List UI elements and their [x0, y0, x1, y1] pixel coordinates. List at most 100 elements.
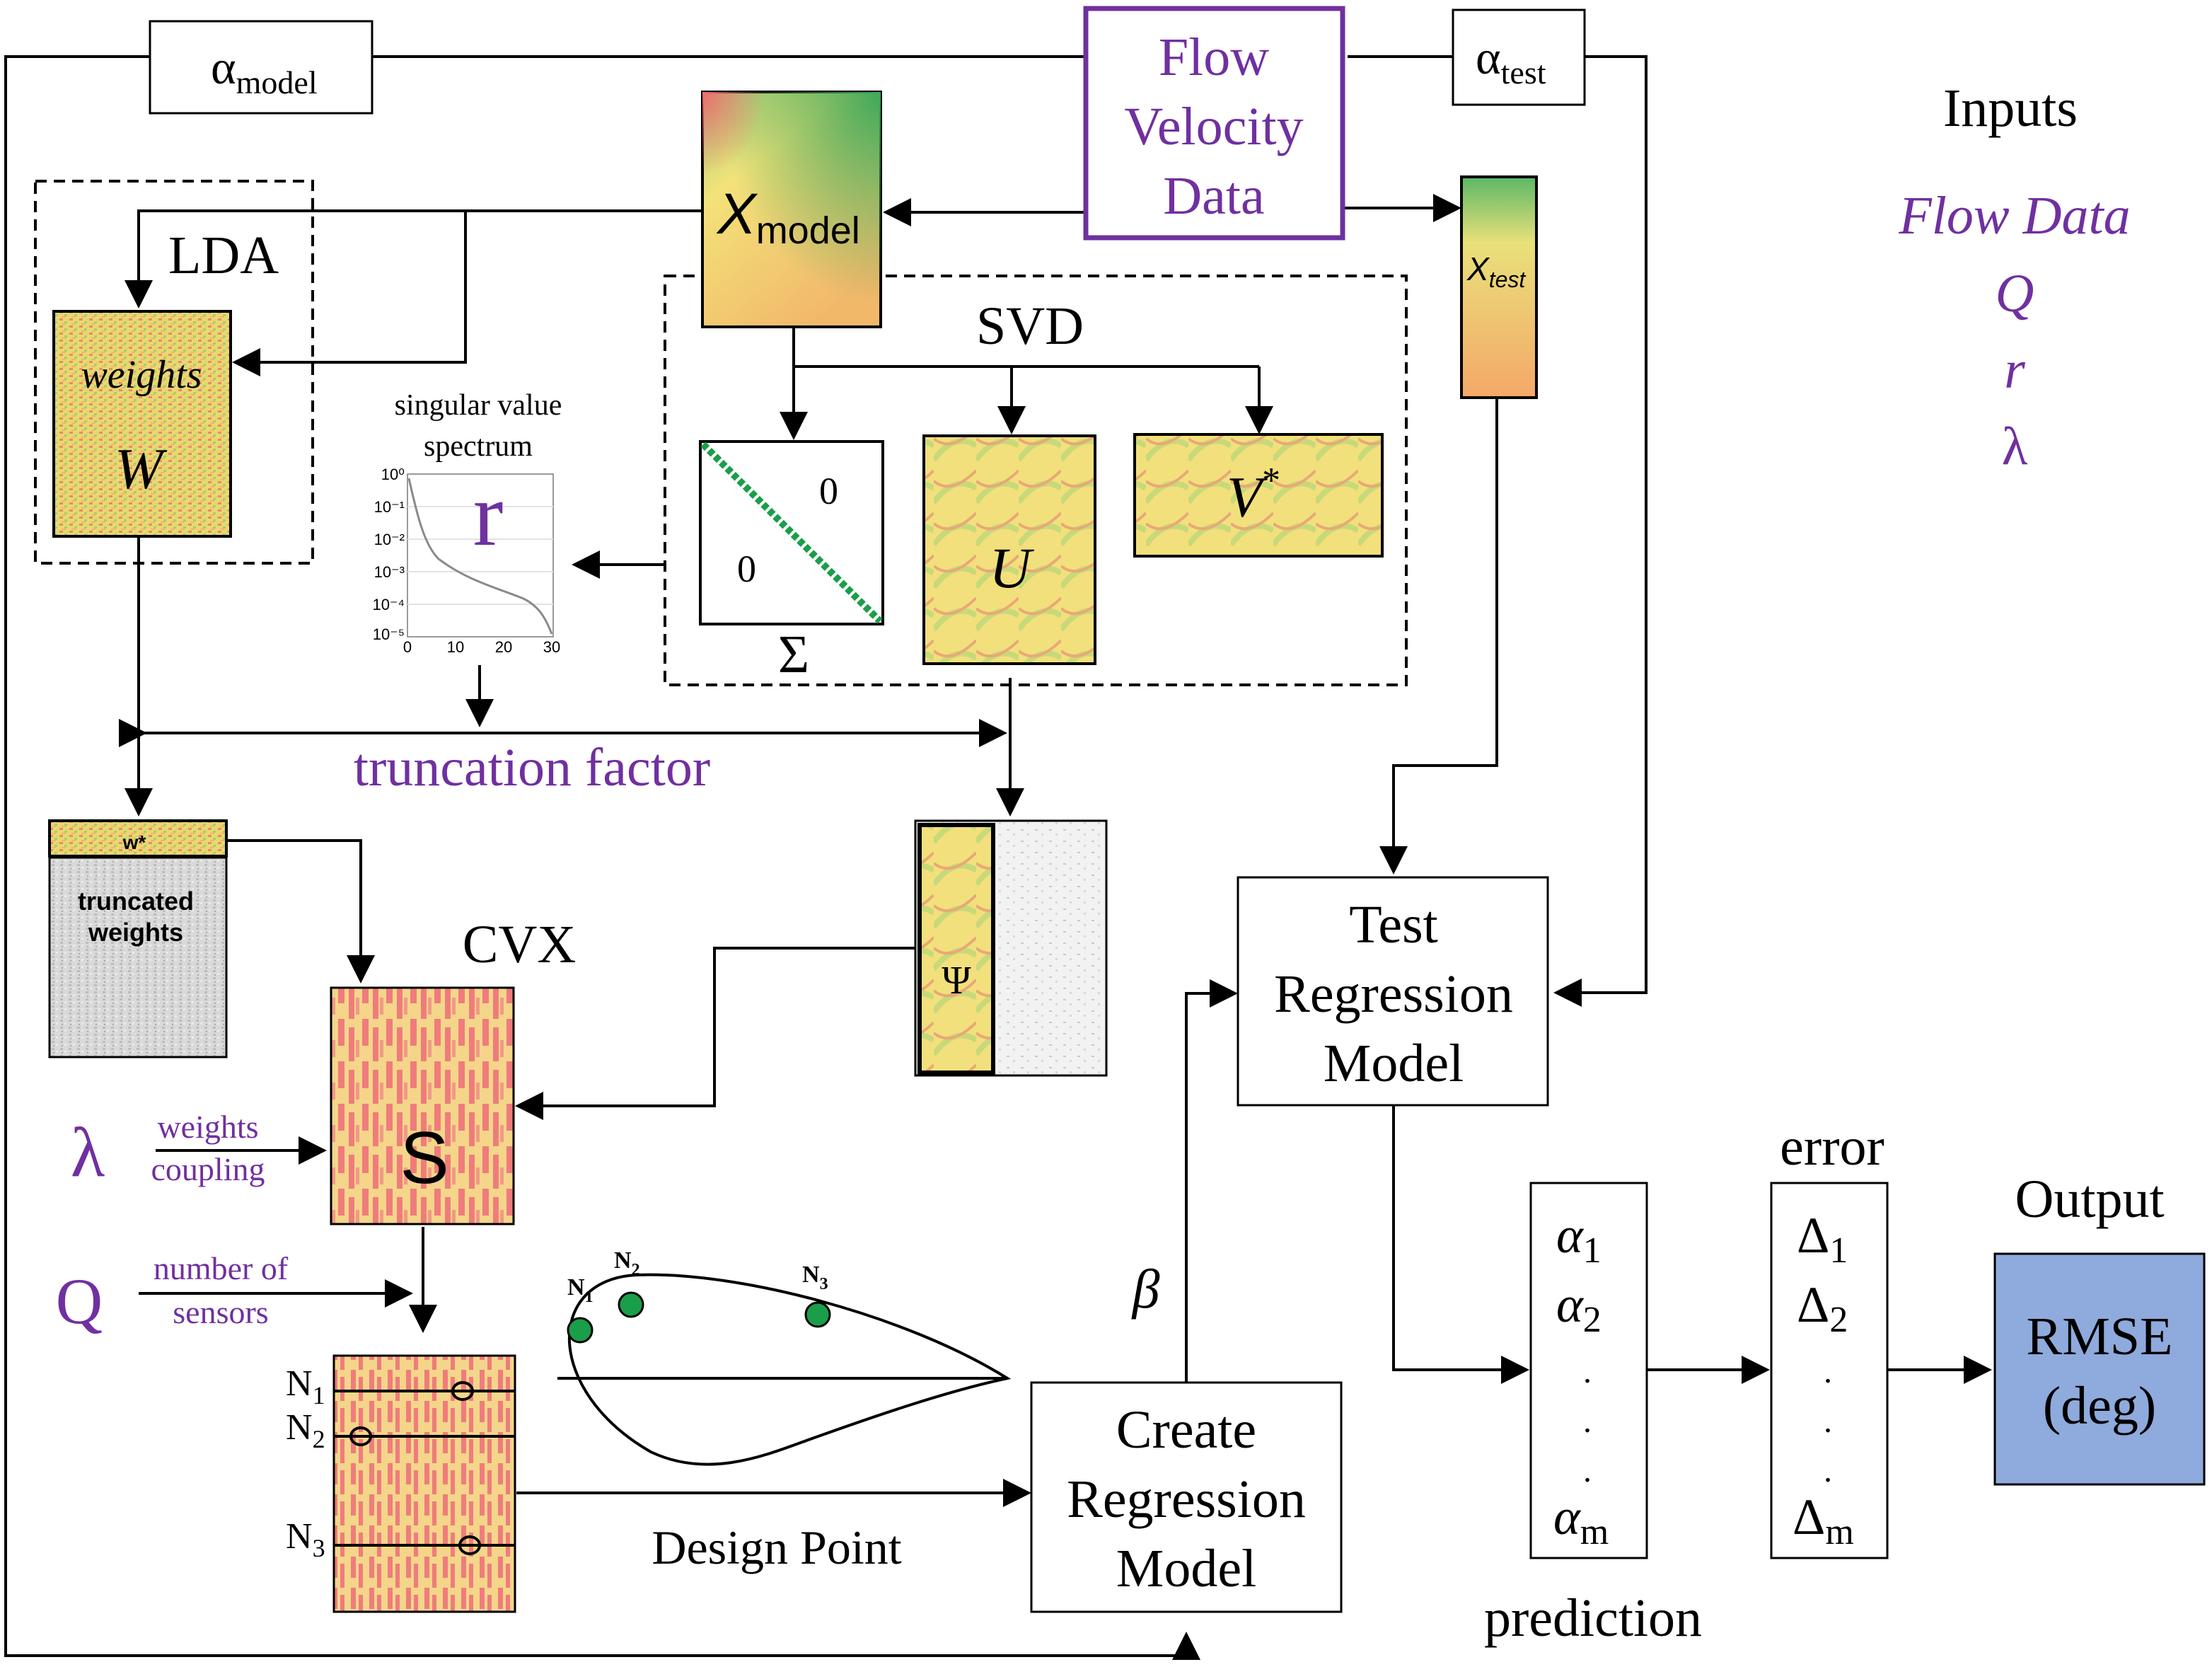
create-model-line1: Create	[1116, 1400, 1256, 1460]
inputs-heading: Inputs	[1943, 79, 2078, 138]
airfoil-sensor-n1	[567, 1317, 593, 1344]
sensor-row-3-label: N3	[286, 1516, 325, 1562]
v-star-matrix	[1133, 433, 1384, 558]
input-flow-data: Flow Data	[1898, 186, 2130, 246]
s-label: S	[400, 1117, 448, 1199]
spectrum-ytick-3: 10⁻³	[374, 563, 405, 581]
svd-label: SVD	[976, 296, 1084, 356]
rmse-unit-label: (deg)	[2043, 1376, 2156, 1436]
psi-to-s-arrow	[515, 947, 915, 1120]
create-model-line3: Model	[1116, 1539, 1256, 1598]
sigma-zero-lower: 0	[737, 548, 756, 590]
design-point-label: Design Point	[652, 1521, 901, 1574]
sigma-zero-upper: 0	[819, 470, 838, 512]
alpha-model-line-right	[4, 55, 1200, 1660]
airfoil-n3-label: N3	[802, 1262, 828, 1293]
airfoil-sensor-n3	[804, 1301, 831, 1328]
truncated-weights-line1: truncated	[78, 887, 194, 916]
output-heading: Output	[2015, 1170, 2164, 1229]
u-label: U	[989, 536, 1034, 600]
spectrum-plot-area	[407, 473, 554, 637]
error-delta-1: Δ1	[1797, 1207, 1848, 1271]
q-sensors-label: sensors	[173, 1294, 268, 1330]
prediction-vector-box	[1529, 1182, 1648, 1559]
input-q: Q	[1996, 264, 2034, 323]
psi-truncated-columns	[917, 823, 995, 1075]
test-to-prediction-arrow	[1392, 1105, 1529, 1384]
prediction-alpha-1: α1	[1556, 1207, 1602, 1271]
prediction-alpha-m: αm	[1553, 1489, 1609, 1552]
error-dot-3: .	[1824, 1452, 1832, 1489]
spectrum-xtick-0: 0	[403, 638, 412, 656]
alpha-model-label: αmodel	[211, 40, 318, 100]
beta-arrow	[1185, 979, 1238, 1383]
airfoil-sensor-n2	[618, 1291, 644, 1318]
lda-weights-label: weights	[81, 353, 202, 397]
w-star-label: w*	[122, 831, 146, 853]
error-vector-box	[1770, 1182, 1889, 1559]
flow-data-line2: Velocity	[1124, 97, 1303, 156]
error-dot-1: .	[1824, 1353, 1832, 1390]
svd-group	[664, 275, 1408, 686]
input-r: r	[2004, 340, 2025, 400]
lambda-coupling-label: coupling	[151, 1151, 265, 1187]
test-model-line1: Test	[1349, 895, 1438, 954]
beta-label: β	[1131, 1258, 1160, 1320]
alpha-model-box	[149, 20, 374, 115]
sensor-selection-matrix	[332, 1354, 516, 1613]
error-label: error	[1780, 1117, 1884, 1177]
flow-data-line1: Flow	[1159, 28, 1269, 87]
x-model-red-shade	[702, 92, 881, 327]
x-model-label: Xmodel	[716, 182, 860, 252]
x-test-matrix	[1460, 175, 1538, 399]
xmodel-to-lda-line	[125, 209, 702, 308]
airfoil-n1-label: N1	[567, 1274, 593, 1306]
q-number-of-label: number of	[154, 1250, 289, 1286]
sigma-diagonal	[700, 442, 883, 624]
spectrum-ytick-4: 10⁻⁴	[372, 596, 405, 613]
lambda-weights-label: weights	[157, 1109, 258, 1145]
lda-label: LDA	[168, 226, 279, 285]
u-matrix	[922, 434, 1096, 665]
sensor-row-1-marker	[451, 1381, 474, 1401]
flow-velocity-data-box	[1083, 6, 1345, 241]
prediction-alpha-2: α2	[1556, 1276, 1602, 1340]
spectrum-ytick-2: 10⁻²	[374, 531, 405, 548]
spectrum-xtick-1: 10	[447, 638, 464, 656]
test-model-line2: Regression	[1274, 964, 1513, 1024]
sigma-symbol: Σ	[778, 625, 809, 684]
lambda-symbol: λ	[71, 1113, 105, 1192]
cvx-label: CVX	[463, 915, 576, 974]
error-delta-m: Δm	[1793, 1489, 1854, 1552]
sensor-row-1-label: N1	[286, 1363, 325, 1409]
prediction-dot-3: .	[1583, 1452, 1592, 1489]
spectrum-ytick-0: 10⁰	[381, 466, 405, 483]
spectrum-ytick-1: 10⁻¹	[374, 498, 405, 516]
truncated-to-s-arrow	[226, 839, 375, 983]
create-regression-model-box	[1030, 1381, 1343, 1613]
prediction-dot-1: .	[1583, 1353, 1592, 1390]
create-model-line2: Regression	[1067, 1470, 1306, 1529]
truncation-factor-label: truncation factor	[354, 738, 710, 797]
spectrum-title-line1: singular value	[395, 389, 562, 422]
spectrum-title-line2: spectrum	[424, 430, 533, 463]
flow-data-line3: Data	[1163, 166, 1264, 226]
sensor-row-2-marker	[349, 1426, 372, 1446]
airfoil-n2-label: N2	[614, 1247, 640, 1279]
rmse-output-box	[1993, 1252, 2206, 1486]
truncated-weights-matrix	[48, 856, 228, 1058]
prediction-label: prediction	[1484, 1588, 1702, 1648]
alpha-test-line-right	[1553, 55, 1648, 1007]
psi-label: Ψ	[942, 959, 971, 1003]
spectrum-curve	[407, 478, 553, 635]
lda-group	[34, 180, 314, 565]
lda-weights-matrix	[52, 310, 232, 538]
error-delta-2: Δ2	[1797, 1276, 1848, 1340]
sensor-row-3-marker	[458, 1535, 481, 1555]
prediction-dot-2: .	[1583, 1402, 1592, 1440]
spectrum-ytick-5: 10⁻⁵	[373, 625, 405, 643]
q-symbol: Q	[56, 1265, 103, 1337]
xmodel-to-weights-line	[232, 211, 467, 376]
w-star-strip	[48, 819, 228, 858]
